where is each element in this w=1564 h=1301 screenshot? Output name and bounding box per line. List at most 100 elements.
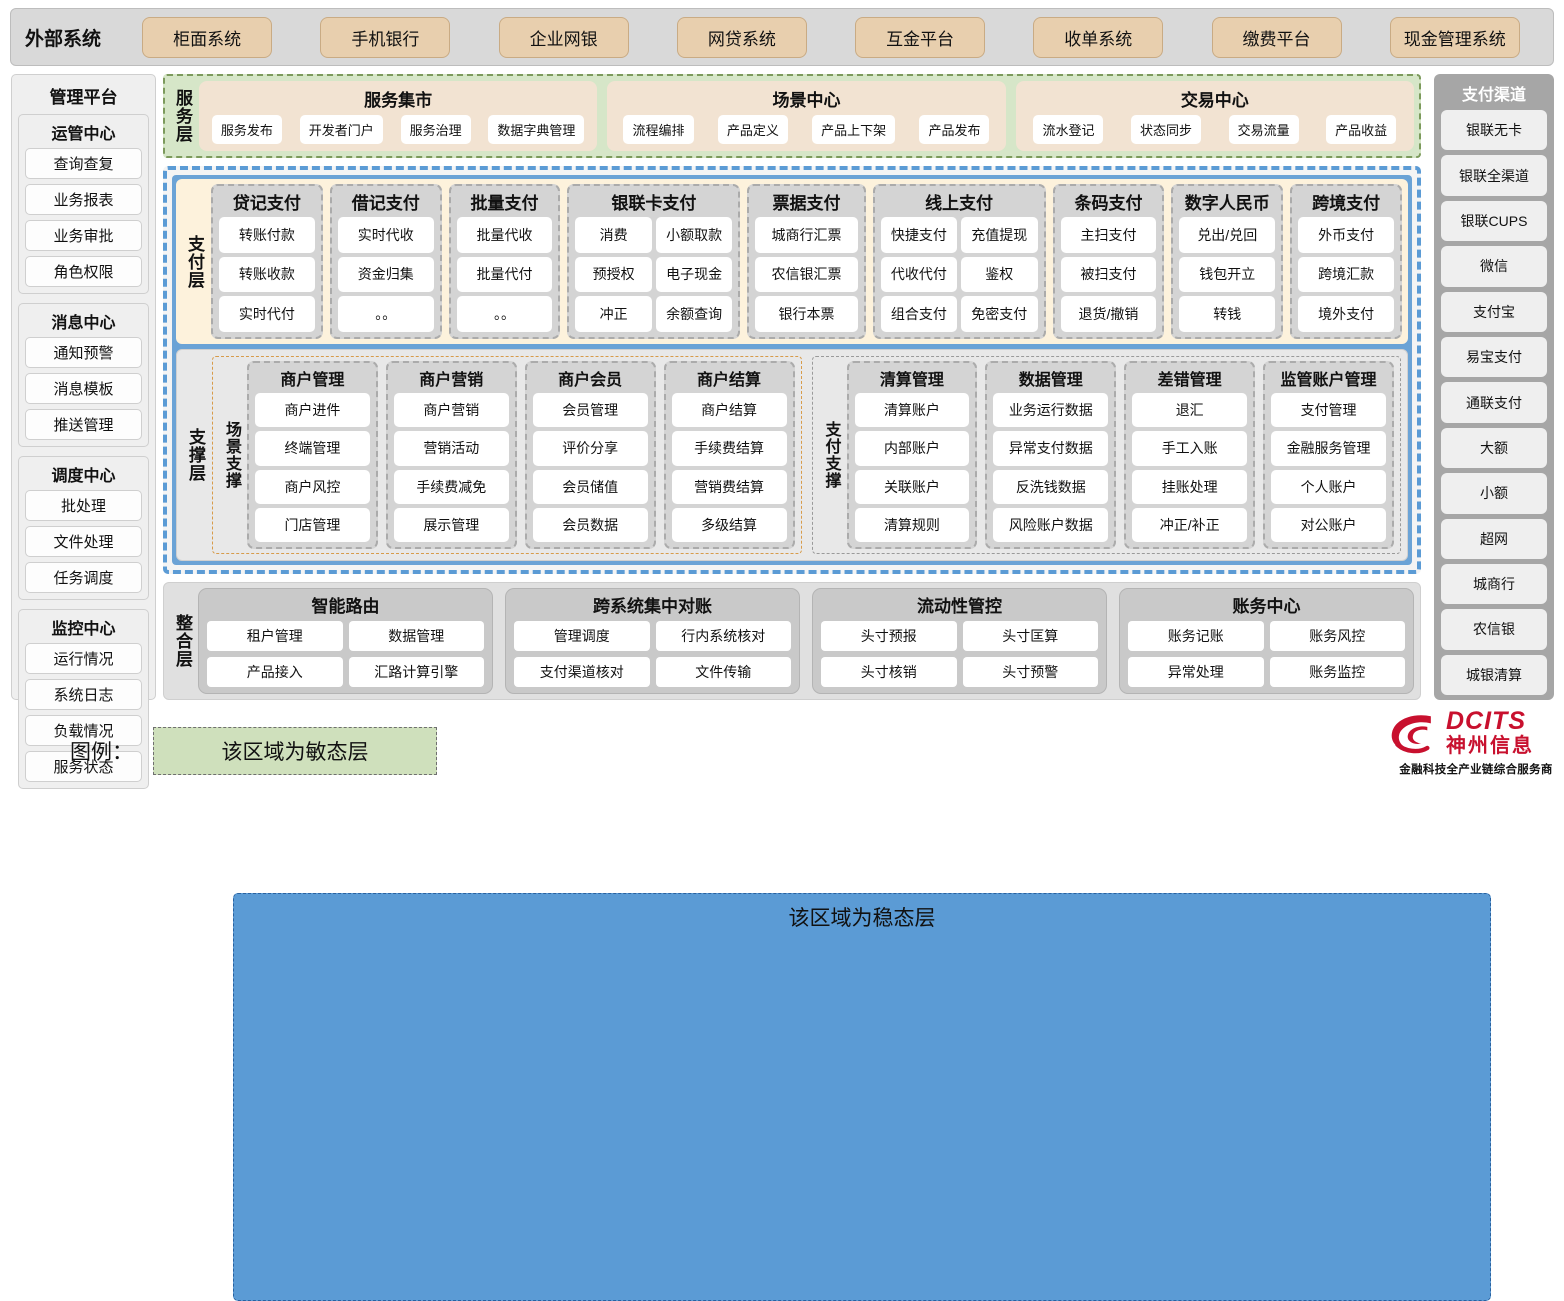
integration-item[interactable]: 头寸预警 bbox=[962, 657, 1098, 687]
payment-item[interactable]: 电子现金 bbox=[655, 256, 733, 293]
service-chip[interactable]: 流程编排 bbox=[623, 115, 694, 144]
integration-item[interactable]: 头寸匡算 bbox=[962, 621, 1098, 651]
payment-channel-item[interactable]: 支付宝 bbox=[1441, 291, 1547, 332]
payment-item[interactable]: 冲正 bbox=[575, 296, 652, 332]
support-item[interactable]: 商户营销 bbox=[393, 393, 509, 428]
payment-item[interactable]: 充值提现 bbox=[961, 217, 1038, 253]
external-system-chip[interactable]: 收单系统 bbox=[1033, 16, 1164, 58]
service-chip[interactable]: 产品收益 bbox=[1326, 115, 1397, 144]
payment-channel-item[interactable]: 银联无卡 bbox=[1441, 110, 1547, 151]
payment-item[interactable]: 实时代收 bbox=[337, 217, 434, 253]
external-system-chip[interactable]: 手机银行 bbox=[320, 16, 451, 58]
payment-item[interactable]: 。。 bbox=[456, 296, 553, 332]
integration-item[interactable]: 租户管理 bbox=[207, 621, 343, 651]
management-item[interactable]: 文件处理 bbox=[25, 526, 142, 557]
support-item[interactable]: 手工入账 bbox=[1132, 431, 1248, 466]
integration-item[interactable]: 支付渠道核对 bbox=[514, 657, 650, 687]
payment-item[interactable]: 小额取款 bbox=[655, 217, 733, 253]
payment-item[interactable]: 银行本票 bbox=[755, 296, 858, 332]
external-system-chip[interactable]: 企业网银 bbox=[498, 16, 629, 58]
payment-item[interactable]: 转钱 bbox=[1179, 296, 1276, 332]
integration-item[interactable]: 账务监控 bbox=[1269, 657, 1405, 687]
support-item[interactable]: 业务运行数据 bbox=[993, 393, 1109, 428]
integration-item[interactable]: 产品接入 bbox=[207, 657, 343, 687]
management-item[interactable]: 运行情况 bbox=[25, 643, 142, 674]
support-item[interactable]: 挂账处理 bbox=[1132, 469, 1248, 504]
payment-item[interactable]: 农信银汇票 bbox=[755, 256, 858, 293]
integration-item[interactable]: 行内系统核对 bbox=[655, 621, 791, 651]
support-item[interactable]: 营销活动 bbox=[393, 431, 509, 466]
management-item[interactable]: 批处理 bbox=[25, 490, 142, 521]
external-system-chip[interactable]: 缴费平台 bbox=[1211, 16, 1342, 58]
external-system-chip[interactable]: 网贷系统 bbox=[676, 16, 807, 58]
management-item[interactable]: 业务报表 bbox=[25, 184, 142, 215]
service-chip[interactable]: 服务发布 bbox=[211, 115, 282, 144]
management-item[interactable]: 业务审批 bbox=[25, 220, 142, 251]
payment-item[interactable]: 钱包开立 bbox=[1179, 256, 1276, 293]
support-item[interactable]: 退汇 bbox=[1132, 393, 1248, 428]
support-item[interactable]: 清算账户 bbox=[854, 393, 970, 428]
support-item[interactable]: 异常支付数据 bbox=[993, 431, 1109, 466]
payment-item[interactable]: 被扫支付 bbox=[1060, 256, 1157, 293]
service-chip[interactable]: 状态同步 bbox=[1131, 115, 1202, 144]
payment-channel-item[interactable]: 城银清算 bbox=[1441, 654, 1547, 696]
integration-item[interactable]: 数据管理 bbox=[348, 621, 484, 651]
management-item[interactable]: 任务调度 bbox=[25, 562, 142, 593]
payment-channel-item[interactable]: 通联支付 bbox=[1441, 382, 1547, 423]
support-item[interactable]: 展示管理 bbox=[393, 507, 509, 542]
payment-channel-item[interactable]: 农信银 bbox=[1441, 609, 1547, 650]
service-chip[interactable]: 交易流量 bbox=[1228, 115, 1299, 144]
support-item[interactable]: 手续费结算 bbox=[671, 431, 787, 466]
integration-item[interactable]: 头寸核销 bbox=[821, 657, 957, 687]
payment-item[interactable]: 实时代付 bbox=[219, 296, 315, 332]
support-item[interactable]: 清算规则 bbox=[854, 507, 970, 542]
payment-channel-item[interactable]: 银联CUPS bbox=[1441, 200, 1547, 242]
service-chip[interactable]: 数据字典管理 bbox=[488, 115, 585, 144]
integration-item[interactable]: 账务记账 bbox=[1128, 621, 1264, 651]
payment-item[interactable]: 转账收款 bbox=[219, 256, 315, 293]
payment-item[interactable]: 批量代收 bbox=[456, 217, 553, 253]
support-item[interactable]: 冲正/补正 bbox=[1132, 507, 1248, 542]
payment-item[interactable]: 兑出/兑回 bbox=[1179, 217, 1276, 253]
management-item[interactable]: 角色权限 bbox=[25, 256, 142, 287]
management-item[interactable]: 推送管理 bbox=[25, 409, 142, 440]
external-system-chip[interactable]: 现金管理系统 bbox=[1389, 16, 1520, 58]
payment-item[interactable]: 境外支付 bbox=[1298, 296, 1394, 332]
support-item[interactable]: 会员储值 bbox=[532, 469, 648, 504]
payment-item[interactable]: 转账付款 bbox=[219, 217, 315, 253]
support-item[interactable]: 对公账户 bbox=[1271, 507, 1386, 542]
integration-item[interactable]: 账务风控 bbox=[1269, 621, 1405, 651]
service-chip[interactable]: 产品发布 bbox=[919, 115, 990, 144]
external-system-chip[interactable]: 互金平台 bbox=[855, 16, 986, 58]
payment-item[interactable]: 组合支付 bbox=[880, 296, 958, 332]
support-item[interactable]: 内部账户 bbox=[854, 431, 970, 466]
management-item[interactable]: 服务状态 bbox=[25, 751, 142, 782]
service-chip[interactable]: 产品上下架 bbox=[812, 115, 896, 144]
integration-item[interactable]: 文件传输 bbox=[655, 657, 791, 687]
support-item[interactable]: 会员管理 bbox=[532, 393, 648, 428]
payment-item[interactable]: 外币支付 bbox=[1298, 217, 1394, 253]
support-item[interactable]: 会员数据 bbox=[532, 507, 648, 542]
payment-item[interactable]: 余额查询 bbox=[655, 296, 733, 332]
payment-item[interactable]: 城商行汇票 bbox=[755, 217, 858, 253]
management-item[interactable]: 查询查复 bbox=[25, 148, 142, 179]
payment-item[interactable]: 退货/撤销 bbox=[1060, 296, 1157, 332]
management-item[interactable]: 通知预警 bbox=[25, 337, 142, 368]
payment-channel-item[interactable]: 小额 bbox=[1441, 473, 1547, 514]
support-item[interactable]: 手续费减免 bbox=[393, 469, 509, 504]
support-item[interactable]: 个人账户 bbox=[1271, 469, 1386, 504]
support-item[interactable]: 营销费结算 bbox=[671, 469, 787, 504]
support-item[interactable]: 风险账户数据 bbox=[993, 507, 1109, 542]
support-item[interactable]: 关联账户 bbox=[854, 469, 970, 504]
payment-item[interactable]: 批量代付 bbox=[456, 256, 553, 293]
management-item[interactable]: 负载情况 bbox=[25, 715, 142, 746]
service-chip[interactable]: 服务治理 bbox=[400, 115, 471, 144]
support-item[interactable]: 多级结算 bbox=[671, 507, 787, 542]
management-item[interactable]: 系统日志 bbox=[25, 679, 142, 710]
payment-channel-item[interactable]: 大额 bbox=[1441, 427, 1547, 469]
support-item[interactable]: 金融服务管理 bbox=[1271, 431, 1386, 466]
payment-item[interactable]: 。。 bbox=[337, 296, 434, 332]
payment-channel-item[interactable]: 微信 bbox=[1441, 246, 1547, 287]
management-item[interactable]: 消息模板 bbox=[25, 373, 142, 404]
payment-channel-item[interactable]: 超网 bbox=[1441, 518, 1547, 559]
